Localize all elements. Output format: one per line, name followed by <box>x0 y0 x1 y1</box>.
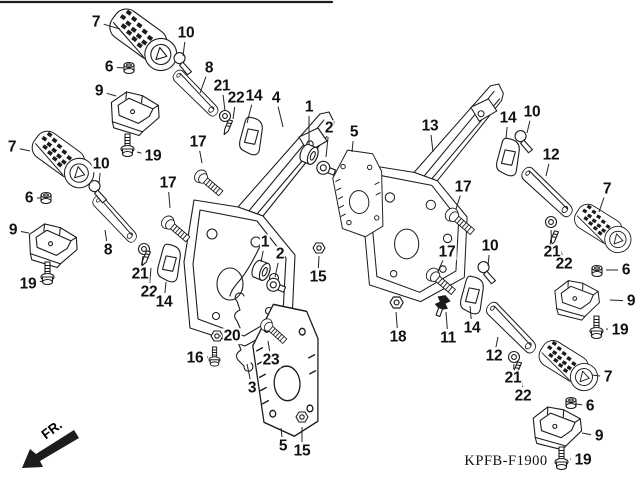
callout-19: 19 <box>143 147 163 165</box>
callout-4: 4 <box>270 89 282 107</box>
callout-19: 19 <box>573 451 593 469</box>
callout-6: 6 <box>620 261 632 279</box>
callout-1: 1 <box>303 98 315 116</box>
callout-12: 12 <box>541 146 561 164</box>
callout-9: 9 <box>625 292 637 310</box>
callout-7: 7 <box>602 368 614 386</box>
callout-7: 7 <box>601 180 613 198</box>
callout-20: 20 <box>222 327 242 345</box>
callout-18: 18 <box>388 328 408 346</box>
callout-14: 14 <box>244 87 264 105</box>
callout-8: 8 <box>102 241 114 259</box>
callout-9: 9 <box>93 82 105 100</box>
callout-12: 12 <box>484 347 504 365</box>
callout-8: 8 <box>203 59 215 77</box>
callout-1: 1 <box>259 233 271 251</box>
callout-22: 22 <box>554 255 574 273</box>
callout-7: 7 <box>6 138 18 156</box>
callout-19: 19 <box>610 321 630 339</box>
callout-2: 2 <box>274 245 286 263</box>
callout-17: 17 <box>158 174 178 192</box>
callout-11: 11 <box>439 329 457 347</box>
callout-5: 5 <box>348 123 360 141</box>
callout-15: 15 <box>308 268 328 286</box>
callout-23: 23 <box>261 351 281 369</box>
callout-22: 22 <box>513 387 533 405</box>
callout-13: 13 <box>420 117 440 135</box>
callout-14: 14 <box>498 109 518 127</box>
callout-22: 22 <box>139 283 159 301</box>
callout-10: 10 <box>176 24 196 42</box>
callout-21: 21 <box>542 243 562 261</box>
callout-5: 5 <box>277 437 289 455</box>
callout-9: 9 <box>593 427 605 445</box>
callout-17: 17 <box>437 243 457 261</box>
callout-21: 21 <box>212 77 232 95</box>
callout-9: 9 <box>7 221 19 239</box>
front-direction-arrow-icon <box>22 430 79 468</box>
callout-16: 16 <box>185 349 205 367</box>
diagram-code: KPFB-F1900 <box>464 453 548 469</box>
callout-15: 15 <box>292 442 312 460</box>
callout-14: 14 <box>462 319 482 337</box>
callout-6: 6 <box>584 397 596 415</box>
callout-10: 10 <box>91 155 111 173</box>
callout-17: 17 <box>188 133 208 151</box>
callout-21: 21 <box>503 369 523 387</box>
callout-21: 21 <box>130 265 150 283</box>
callout-10: 10 <box>522 103 542 121</box>
callout-19: 19 <box>18 275 38 293</box>
callout-17: 17 <box>453 178 473 196</box>
callout-6: 6 <box>103 58 115 76</box>
callout-14: 14 <box>154 293 174 311</box>
part-3-rod <box>229 241 263 297</box>
callout-2: 2 <box>323 119 335 137</box>
callout-22: 22 <box>226 89 246 107</box>
callout-7: 7 <box>90 13 102 31</box>
callout-3: 3 <box>246 379 258 397</box>
callout-6: 6 <box>23 189 35 207</box>
callout-10: 10 <box>480 237 500 255</box>
